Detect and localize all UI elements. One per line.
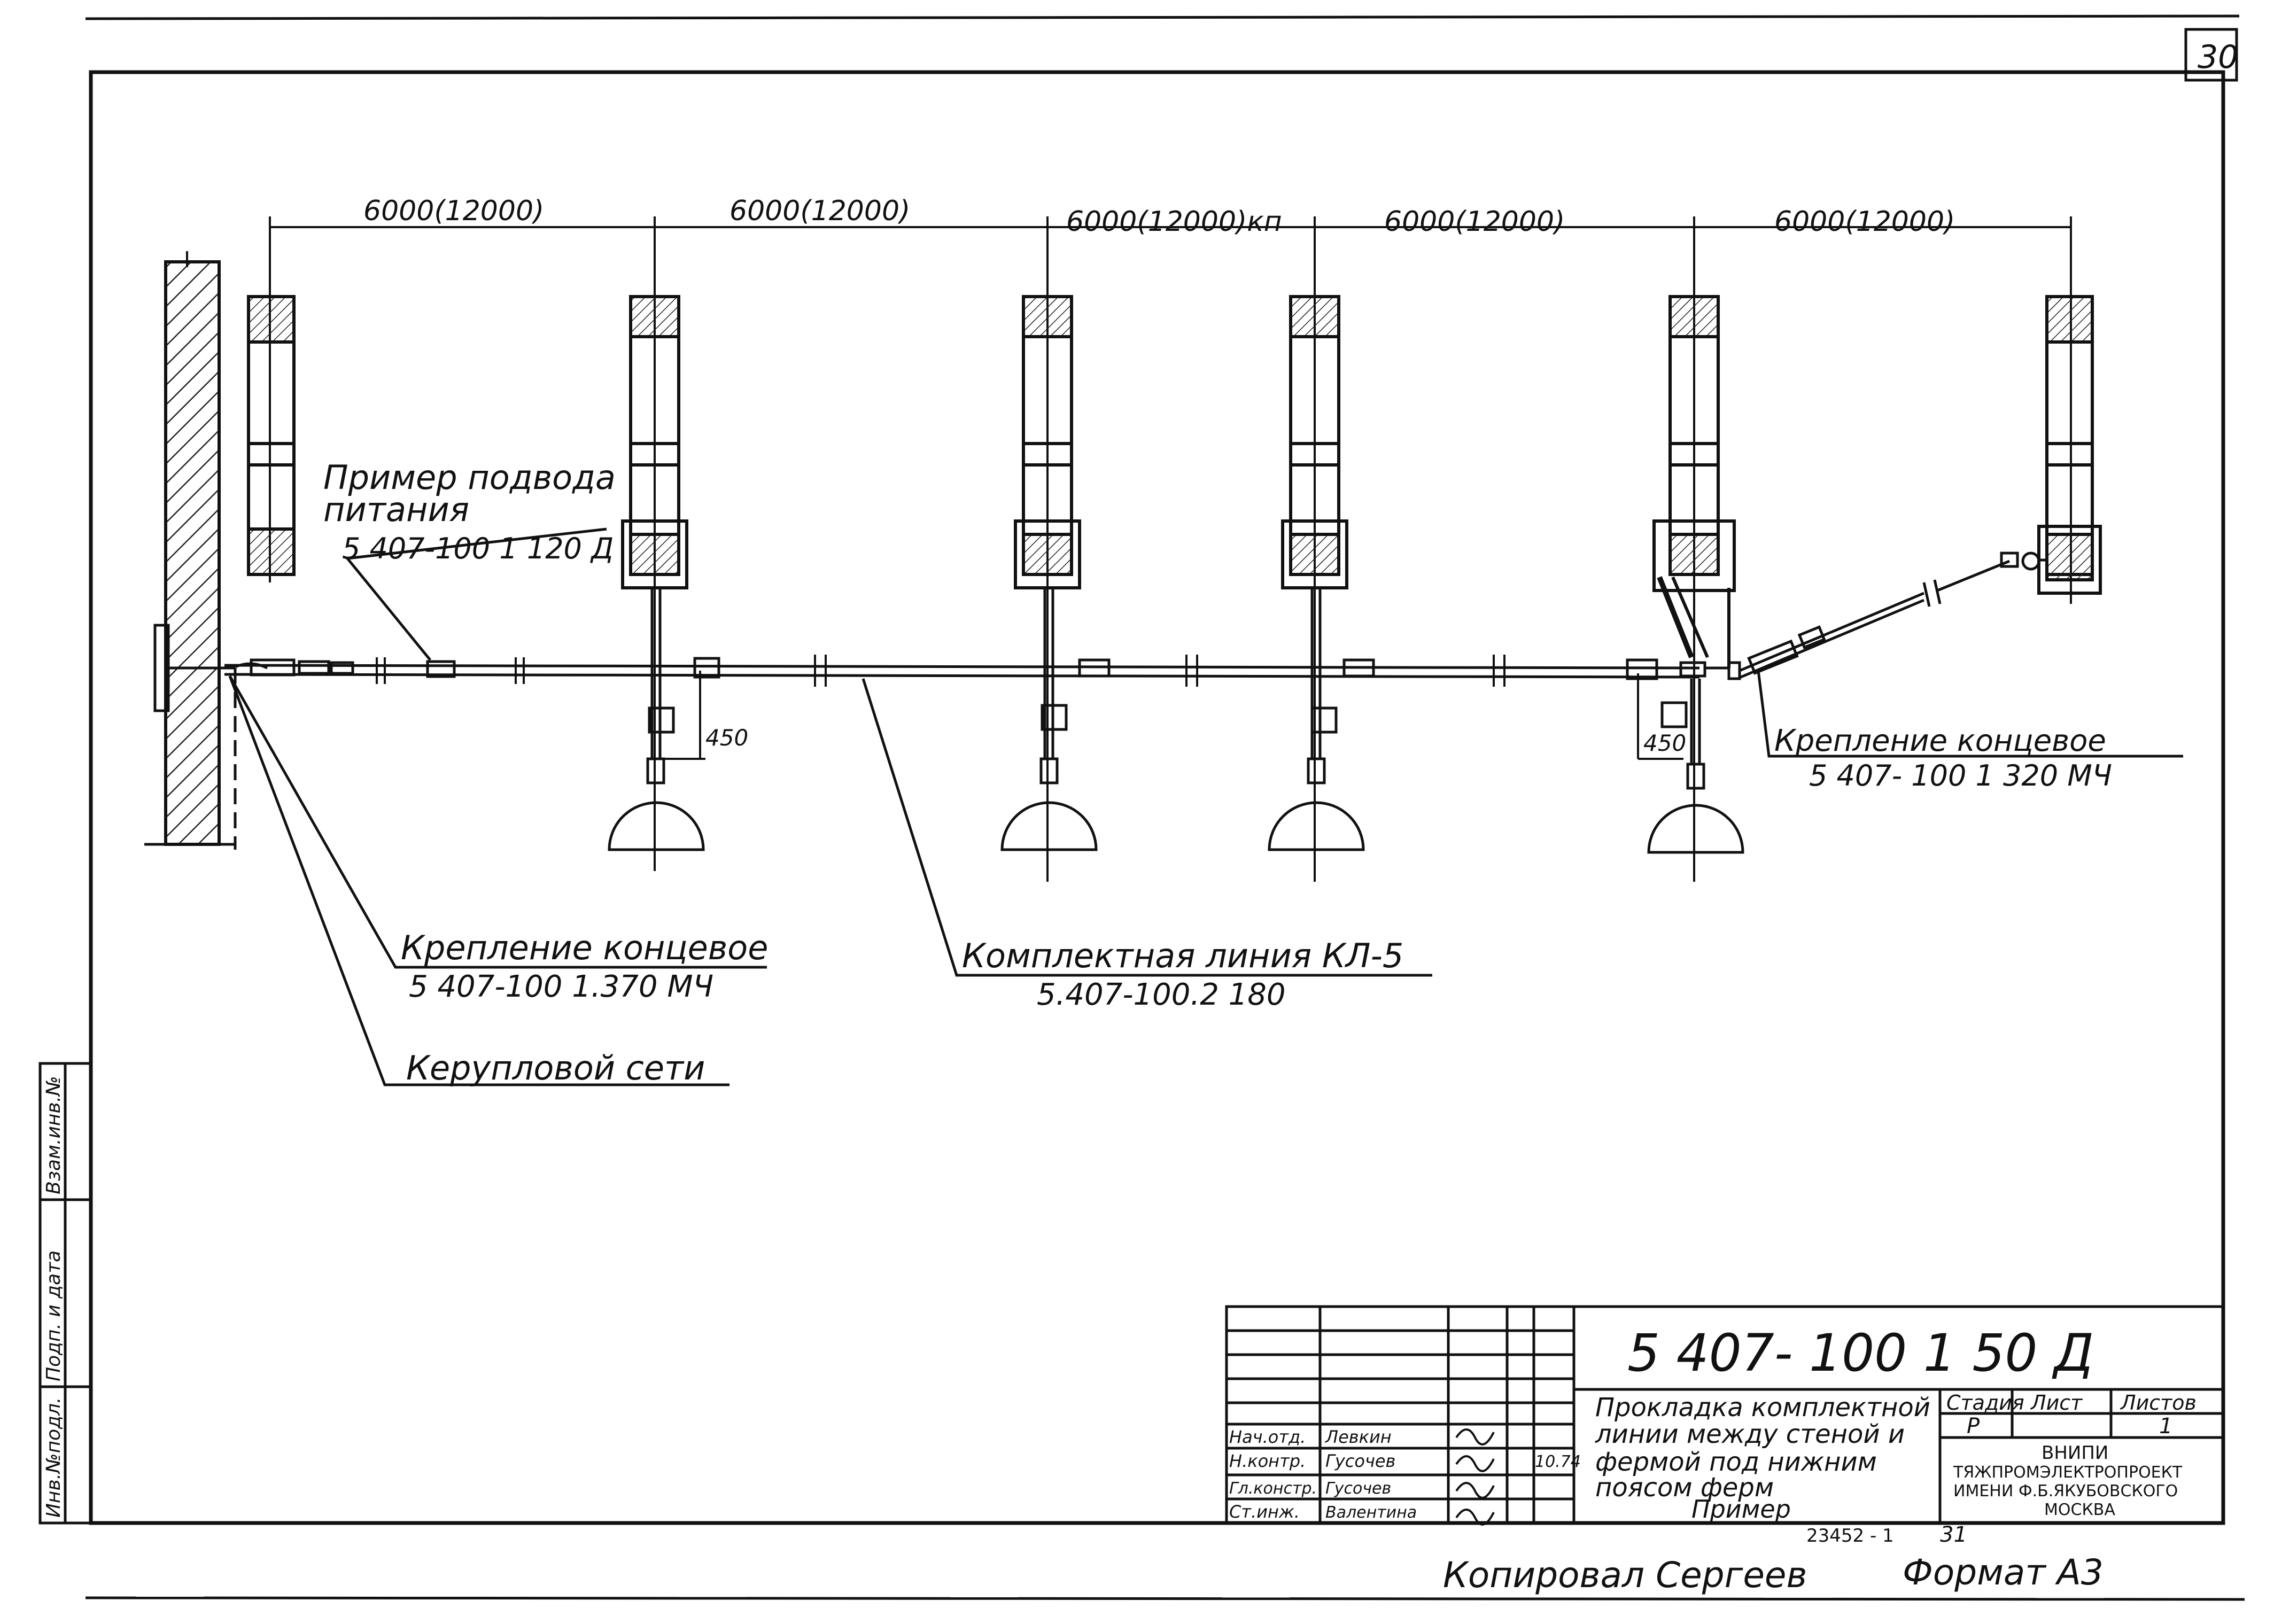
side-stamp-inv: Инв.№подл. (43, 1397, 65, 1518)
end-fastening-left-code: 5 407-100 1.370 МЧ (409, 969, 713, 1004)
title-line-5: Пример (1691, 1495, 1791, 1524)
footer-copied: Копировал Сергеев (1443, 1555, 1807, 1596)
lamp-1 (608, 588, 705, 851)
bottom-page: 31 (1940, 1522, 1967, 1547)
title-line-4: поясом ферм (1595, 1473, 1774, 1503)
signature-role-1: Нач.отд. (1229, 1427, 1306, 1447)
signature-role-2: Н.контр. (1229, 1451, 1306, 1471)
busway-kl5 (168, 657, 1706, 680)
supply-example-line1: Пример подвода (323, 458, 616, 497)
drop-height-2: 450 (1643, 730, 1686, 756)
side-stamp (38, 1062, 92, 1525)
truss-5 (1652, 295, 1736, 668)
side-stamp-sign: Подп. и дата (43, 1250, 65, 1381)
end-fastening-right-code: 5 407- 100 1 320 МЧ (1809, 759, 2112, 792)
busway-joints (376, 655, 1505, 687)
sheet-frame (85, 14, 2245, 1601)
complete-line-code: 5.407-100.2 180 (1037, 977, 1286, 1012)
end-fastening-left-title: Крепление концевое (401, 928, 768, 967)
drop-height-1: 450 (705, 725, 748, 751)
end-fastening-right-title: Крепление концевое (1774, 724, 2106, 758)
sheet-value: 1 (2159, 1414, 2172, 1439)
footer-format: Формат А3 (1903, 1552, 2104, 1593)
dimension-3: 6000(12000)кп (1066, 206, 1282, 238)
bottom-number: 23452 - 1 (1806, 1525, 1894, 1547)
truss-6 (2037, 295, 2102, 595)
sheets-header: Листов (2120, 1391, 2197, 1415)
supply-example-line2: питания (323, 490, 469, 529)
group-network-title: Керупловой сети (406, 1048, 705, 1087)
signature-name-3: Гусочев (1325, 1479, 1391, 1498)
truss-3 (1014, 295, 1081, 589)
sheet-header: Лист (2030, 1391, 2083, 1415)
lamp-4 (1647, 679, 1744, 854)
org-line-3: ИМЕНИ Ф.Б.ЯКУБОВСКОГО (1953, 1482, 2178, 1501)
dimension-2: 6000(12000) (729, 195, 910, 227)
signature-role-3: Гл.констр. (1229, 1479, 1317, 1498)
wall (144, 251, 237, 850)
dimension-5: 6000(12000) (1774, 206, 1955, 238)
lamp-3 (1268, 588, 1365, 851)
truss-4 (1281, 295, 1348, 589)
dimension-4: 6000(12000) (1384, 206, 1565, 238)
stage-header: Стадия (1946, 1391, 2024, 1415)
signature-name-1: Левкин (1325, 1427, 1392, 1447)
leader-lines (228, 527, 2183, 1086)
supply-example-code: 5 407-100 1 120 Д (342, 532, 614, 565)
dimension-1: 6000(12000) (363, 195, 544, 227)
complete-line-title: Комплектная линия КЛ-5 (962, 936, 1403, 975)
title-line-3: фермой под нижним (1595, 1447, 1877, 1477)
org-line-2: ТЯЖПРОМЭЛЕКТРОПРОЕКТ (1953, 1463, 2183, 1482)
title-line-2: линии между стеной и (1595, 1419, 1905, 1449)
org-line-1: ВНИПИ (2042, 1442, 2108, 1464)
title-block (1225, 1305, 2225, 1525)
signature-role-4: Ст.инж. (1229, 1502, 1300, 1522)
truss-2 (621, 295, 688, 589)
signature-note: 10.74 (1535, 1452, 1581, 1471)
title-line-1: Прокладка комплектной (1595, 1393, 1930, 1423)
end-branch (1705, 551, 2047, 680)
signature-name-2: Гусочев (1325, 1451, 1395, 1471)
signature-name-4: Валентина (1325, 1503, 1417, 1522)
truss-1 (247, 295, 296, 576)
drop-dimensions (663, 671, 1683, 760)
document-code: 5 407- 100 1 50 Д (1627, 1323, 2094, 1383)
page-number: 30 (2198, 38, 2238, 76)
lamp-2 (1000, 588, 1098, 851)
stage-value: Р (1967, 1414, 1980, 1439)
side-stamp-replace: Взам.инв.№ (43, 1076, 65, 1194)
signature-scribbles (1455, 1428, 1495, 1526)
org-line-4: МОСКВА (2044, 1501, 2115, 1519)
